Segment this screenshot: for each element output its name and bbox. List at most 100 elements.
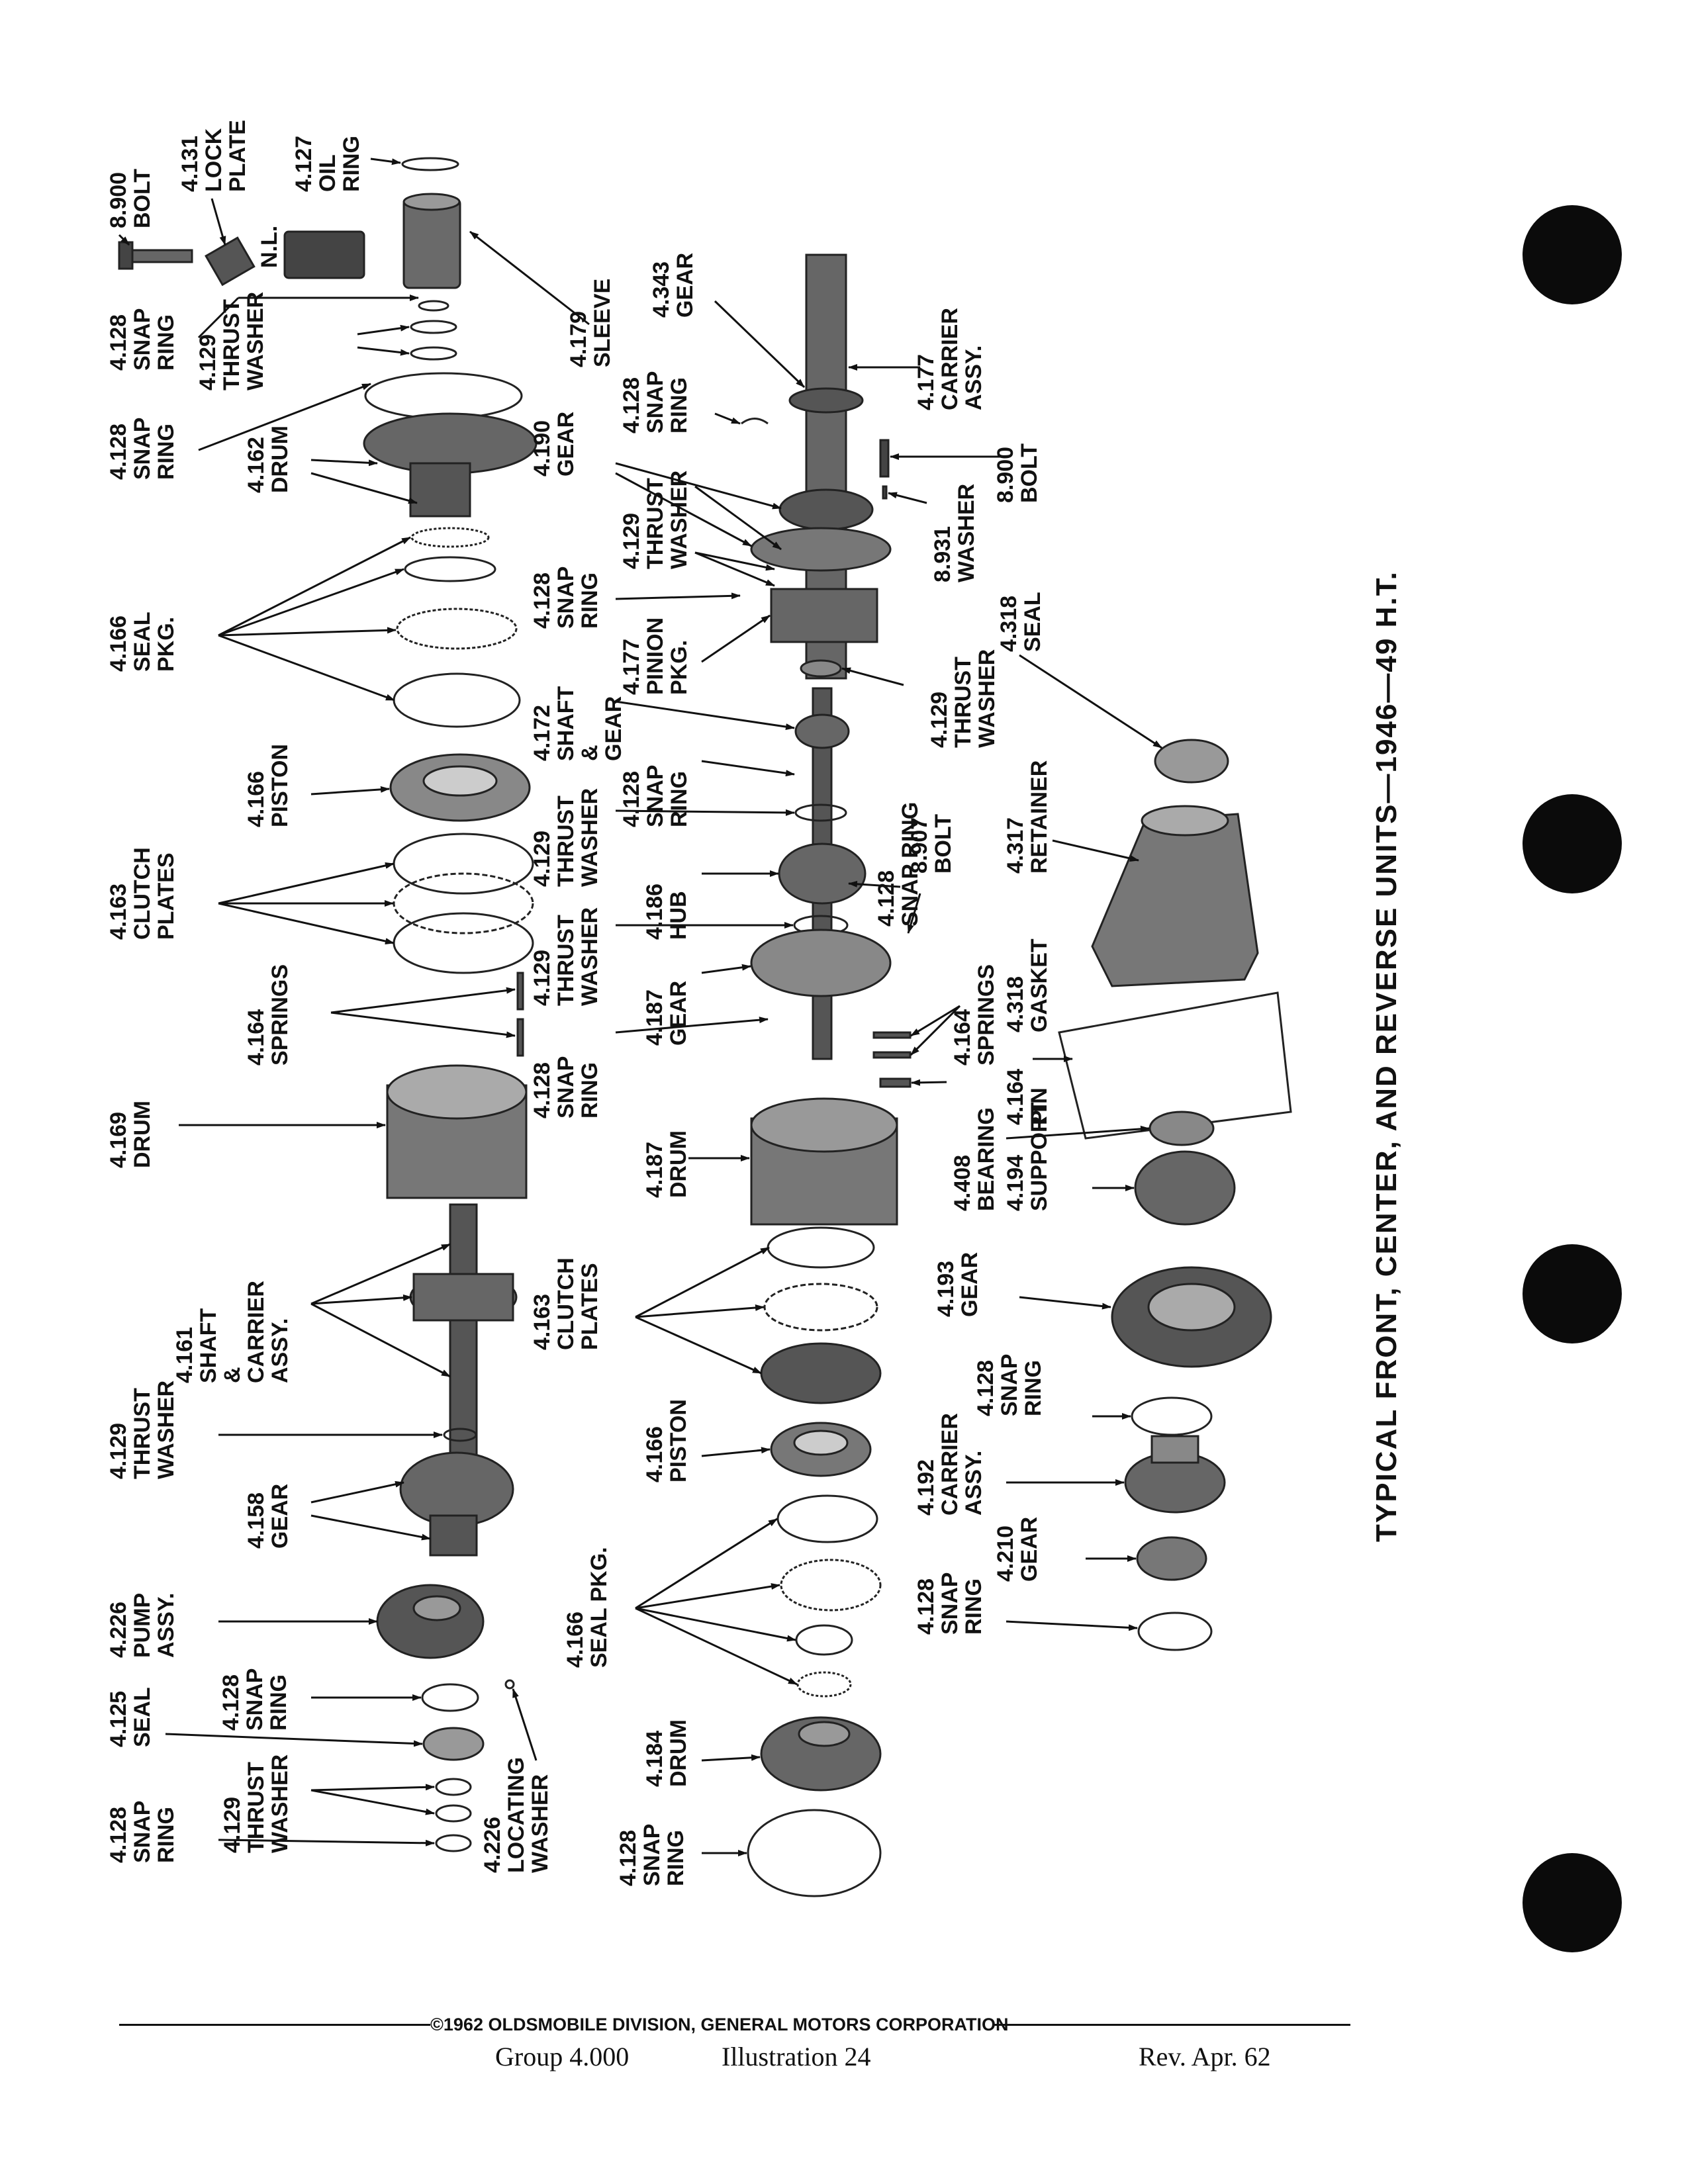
svg-text:WASHER: WASHER: [154, 1381, 179, 1479]
svg-text:SPRINGS: SPRINGS: [974, 964, 999, 1066]
svg-text:SUPPORT: SUPPORT: [1027, 1102, 1052, 1211]
svg-text:THRUST: THRUST: [553, 915, 579, 1006]
svg-text:GEAR: GEAR: [1017, 1517, 1042, 1582]
svg-text:&: &: [577, 745, 602, 761]
svg-text:4.128: 4.128: [616, 1830, 641, 1886]
drum-4169-part: [386, 1064, 528, 1199]
svg-text:4.128: 4.128: [218, 1674, 244, 1731]
svg-text:4.129: 4.129: [927, 692, 952, 748]
svg-text:CLUTCH: CLUTCH: [553, 1257, 579, 1350]
svg-text:SNAP RING: SNAP RING: [898, 802, 923, 927]
svg-text:PLATES: PLATES: [154, 852, 179, 940]
large-snap-ring-part: [364, 372, 523, 420]
piston-4166a-part: [389, 753, 531, 822]
svg-text:4.193: 4.193: [933, 1261, 959, 1317]
svg-text:SHAFT: SHAFT: [196, 1308, 221, 1383]
svg-text:4.163: 4.163: [530, 1294, 555, 1350]
pump-rings-part: [421, 1679, 515, 1852]
svg-text:PLATE: PLATE: [225, 120, 250, 192]
svg-text:RING: RING: [154, 424, 179, 480]
svg-text:4.166: 4.166: [106, 615, 131, 672]
svg-text:RING: RING: [1021, 1360, 1046, 1416]
svg-text:4.318: 4.318: [1003, 976, 1028, 1032]
svg-text:SNAP: SNAP: [130, 418, 155, 480]
svg-text:WASHER: WASHER: [577, 788, 602, 887]
bolt-part: [118, 241, 193, 270]
svg-text:CARRIER: CARRIER: [937, 308, 962, 410]
piston-4166b-part: [770, 1422, 872, 1477]
svg-text:HUB: HUB: [666, 891, 691, 940]
snap-ring-k-part: [1137, 1612, 1213, 1651]
svg-text:4.226: 4.226: [106, 1602, 131, 1658]
svg-text:4.194: 4.194: [1003, 1155, 1028, 1211]
svg-text:4.343: 4.343: [649, 261, 674, 318]
parts-group: [118, 157, 1292, 1897]
svg-text:PINION: PINION: [643, 617, 668, 695]
svg-text:4.158: 4.158: [244, 1492, 269, 1549]
thrust-washer-b-part: [443, 1428, 477, 1442]
svg-text:RETAINER: RETAINER: [1027, 760, 1052, 874]
springs-b-part: [872, 1031, 912, 1088]
bearing-part: [1149, 1111, 1215, 1146]
svg-text:PISTON: PISTON: [267, 744, 293, 827]
svg-text:4.129: 4.129: [530, 831, 555, 887]
drum-4187-part: [750, 1097, 898, 1226]
svg-text:DRUM: DRUM: [666, 1719, 691, 1787]
svg-text:DRUM: DRUM: [130, 1101, 155, 1168]
svg-text:CARRIER: CARRIER: [937, 1413, 962, 1516]
svg-text:THRUST: THRUST: [244, 1762, 269, 1853]
svg-text:RING: RING: [577, 1062, 602, 1118]
svg-text:ASSY.: ASSY.: [267, 1318, 293, 1383]
copyright-notice: ©1962 OLDSMOBILE DIVISION, GENERAL MOTOR…: [430, 2015, 1009, 2034]
svg-text:BOLT: BOLT: [931, 814, 956, 874]
drum-4162-part: [363, 412, 538, 518]
svg-text:WASHER: WASHER: [243, 292, 268, 390]
gear-4193-part: [1111, 1266, 1272, 1368]
clutch-plates-b-part: [760, 1226, 882, 1404]
svg-text:4.128: 4.128: [973, 1360, 998, 1416]
snap-ring-e-part: [741, 418, 769, 425]
svg-text:THRUST: THRUST: [643, 478, 668, 569]
svg-text:THRUST: THRUST: [553, 796, 579, 887]
svg-text:4.190: 4.190: [530, 420, 555, 477]
seal-rings-part: [393, 527, 521, 728]
svg-text:WASHER: WASHER: [267, 1754, 293, 1853]
svg-text:4.172: 4.172: [530, 705, 555, 761]
small-bolt-part: [879, 439, 890, 500]
svg-text:SNAP: SNAP: [643, 371, 668, 433]
shaft-gear-part: [750, 687, 892, 1060]
svg-text:4.179: 4.179: [566, 311, 591, 367]
clutch-plates-a-part: [393, 833, 534, 974]
svg-text:4.128: 4.128: [619, 771, 644, 827]
svg-text:PKG.: PKG.: [154, 617, 179, 672]
svg-text:BEARING: BEARING: [974, 1107, 999, 1211]
svg-text:4.128: 4.128: [106, 314, 131, 371]
gear-4210-part: [1136, 1536, 1207, 1581]
svg-text:GEAR: GEAR: [957, 1252, 982, 1317]
footer-rule-right: [993, 2024, 1350, 2026]
svg-text:RING: RING: [663, 1830, 688, 1886]
svg-text:4.192: 4.192: [914, 1459, 939, 1516]
group-number: Group 4.000: [495, 2042, 630, 2071]
svg-text:SNAP: SNAP: [639, 1824, 665, 1886]
carrier-4192-part: [1124, 1435, 1226, 1514]
svg-text:4.166: 4.166: [642, 1426, 667, 1482]
svg-text:4.169: 4.169: [106, 1112, 131, 1168]
oil-ring-part: [401, 157, 459, 171]
